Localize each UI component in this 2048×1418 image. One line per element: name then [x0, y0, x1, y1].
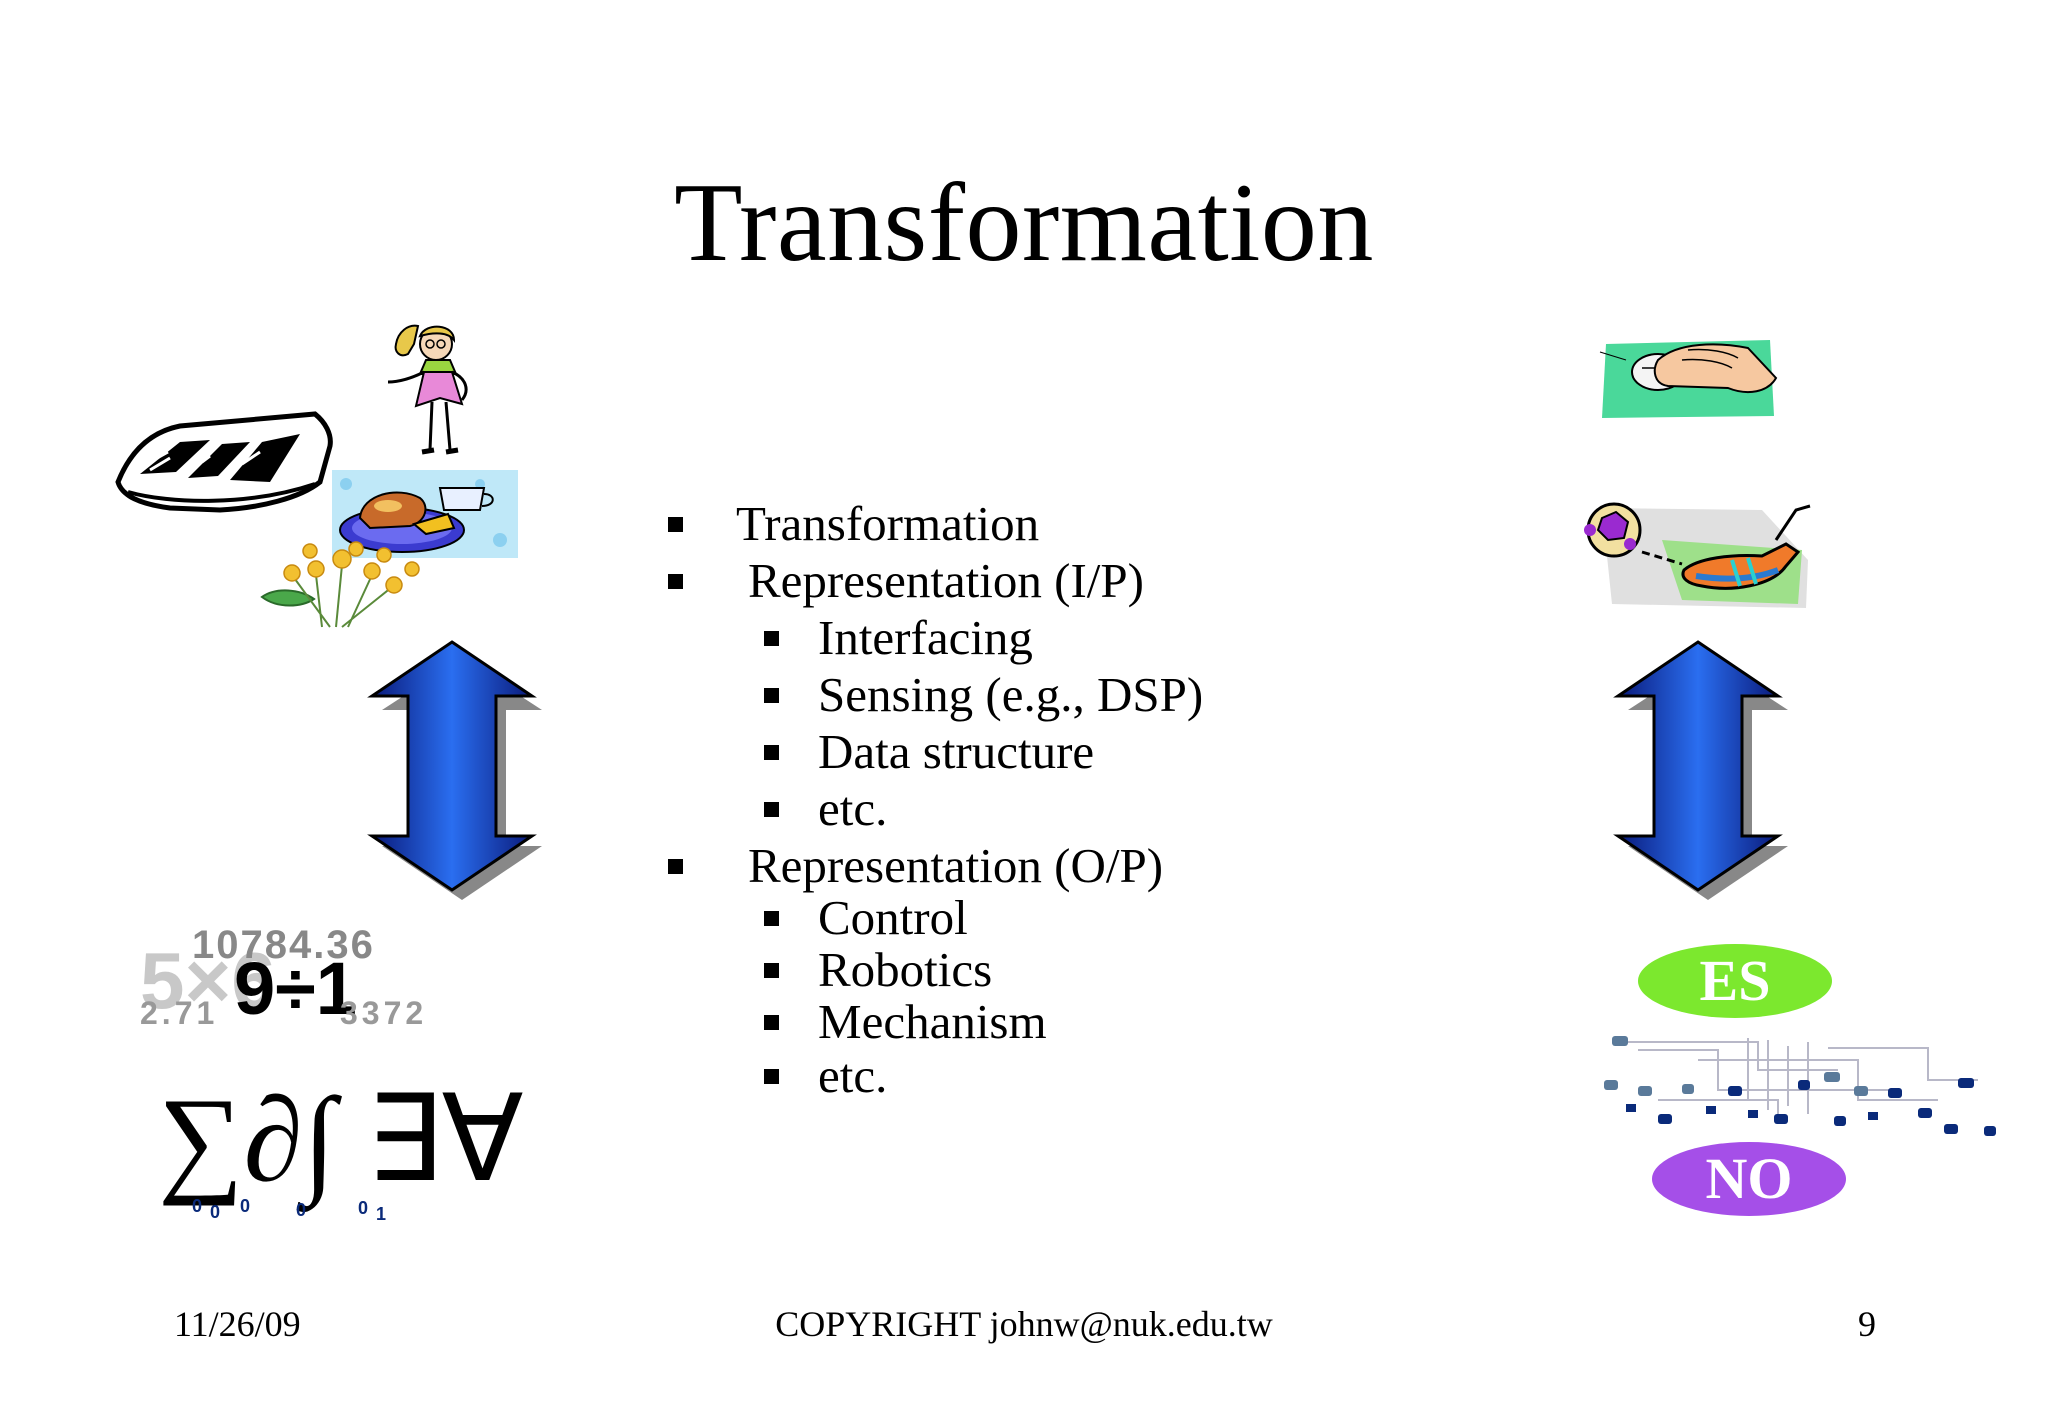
binary-digit: 0 — [240, 1196, 251, 1216]
soccer-shoe-icon — [1584, 502, 1811, 608]
woman-clipart-icon — [387, 324, 468, 455]
numbers-big: 9÷1 — [234, 947, 357, 1030]
no-badge: NO — [1652, 1142, 1846, 1216]
binary-digit: 1 — [376, 1204, 387, 1224]
bullet-square-icon — [764, 1015, 779, 1030]
bullet-text: Robotics — [818, 942, 993, 997]
footer-page-number: 9 — [1858, 1304, 1876, 1344]
numbers-graphic: 5×6 10784.36 9÷1 2.71 3372 — [140, 923, 427, 1031]
flowers-icon — [260, 541, 420, 628]
math-symbols: ∑∂∫ ∃∀ — [158, 1073, 524, 1213]
es-badge-label: ES — [1699, 948, 1771, 1013]
bullet-square-icon — [764, 802, 779, 817]
numbers-bottom: 2.71 — [140, 995, 218, 1031]
numbers-bottom-tail: 3372 — [340, 995, 427, 1031]
binary-digit: 0 — [296, 1200, 307, 1220]
bullet-text: etc. — [818, 1048, 888, 1103]
bullet-text: etc. — [818, 781, 888, 836]
bullet-square-icon — [764, 745, 779, 760]
bullet-text: Sensing (e.g., DSP) — [818, 667, 1204, 722]
bullet-square-icon — [764, 1069, 779, 1084]
numbers-faint: 5×6 — [140, 936, 276, 1025]
double-arrow-icon — [1613, 640, 1788, 900]
hand-mouse-icon — [1599, 340, 1778, 418]
bullet-text: Control — [818, 890, 968, 945]
binary-digit: 0 — [210, 1202, 221, 1222]
no-badge-label: NO — [1705, 1146, 1793, 1211]
bullet-square-icon — [668, 859, 683, 874]
numbers-top: 10784.36 — [192, 923, 375, 967]
bullet-text: Interfacing — [818, 610, 1033, 665]
footer-date: 11/26/09 — [174, 1304, 301, 1344]
bullet-square-icon — [764, 911, 779, 926]
bullet-text: Mechanism — [818, 994, 1047, 1049]
binary-digit: 0 — [358, 1198, 369, 1218]
bullet-square-icon — [668, 517, 683, 532]
binary-digit: 0 — [192, 1196, 203, 1216]
math-symbols-text: ∑∂∫ ∃∀ — [158, 1073, 524, 1213]
binary-row: 0 0 0 0 0 1 — [192, 1196, 412, 1226]
bullet-square-icon — [764, 688, 779, 703]
bullet-text: Transformation — [736, 496, 1040, 551]
es-badge: ES — [1638, 944, 1832, 1018]
footer-copyright: COPYRIGHT johnw@nuk.edu.tw — [775, 1304, 1273, 1344]
bullet-text: Representation (O/P) — [748, 838, 1164, 893]
bullet-text: Data structure — [818, 724, 1095, 779]
slide-title: Transformation — [674, 161, 1374, 285]
newspaper-icon — [115, 411, 333, 513]
bullet-text: Representation (I/P) — [748, 553, 1144, 608]
double-arrow-icon — [367, 640, 542, 900]
bullet-square-icon — [764, 963, 779, 978]
circuit-icon — [1604, 1036, 1996, 1136]
bullet-square-icon — [764, 631, 779, 646]
bullet-square-icon — [668, 574, 683, 589]
